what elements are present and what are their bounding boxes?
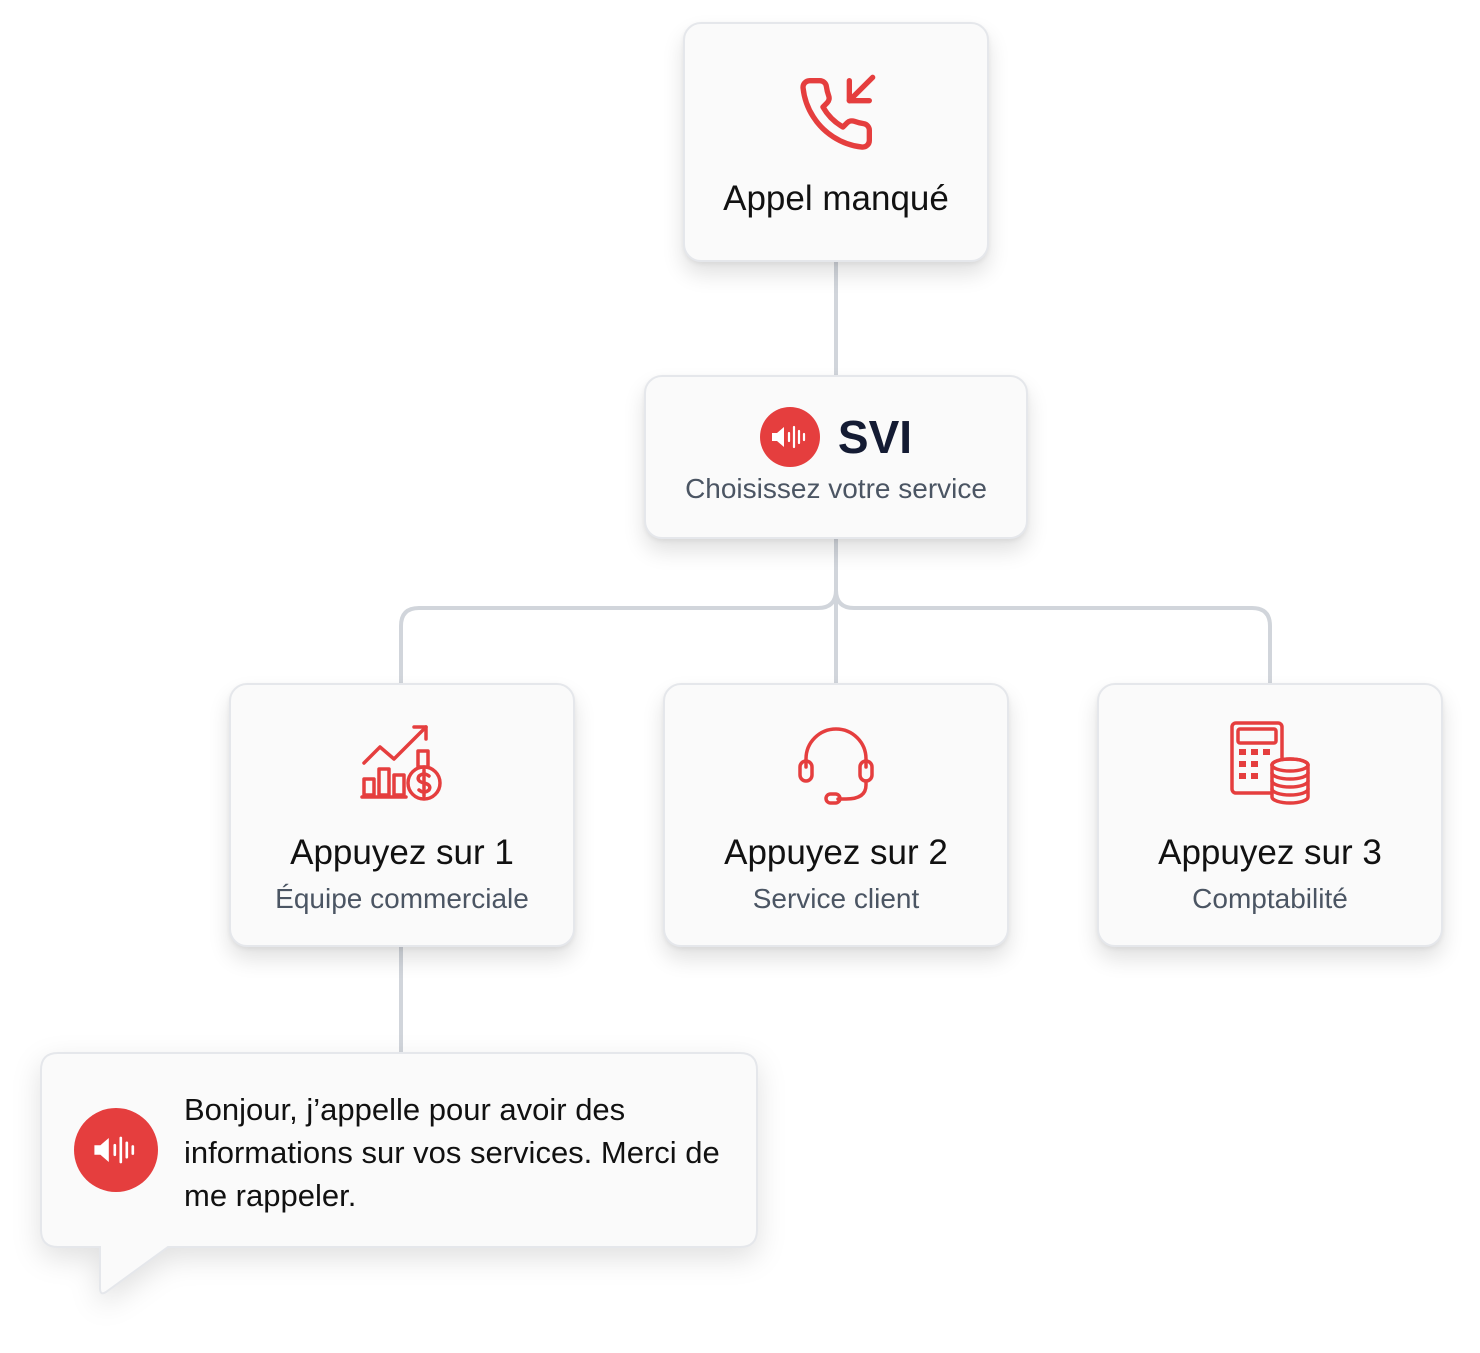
option-1-title: Appuyez sur 1 [290,833,514,872]
svi-card: SVI Choisissez votre service [644,375,1028,539]
option-1-subtitle: Équipe commerciale [275,883,529,914]
speech-bubble-shape [40,1052,758,1295]
option-2-title: Appuyez sur 2 [724,833,948,872]
headset-icon [794,721,878,805]
option-2-subtitle: Service client [752,883,920,914]
missed-call-card: Appel manqué [683,22,989,262]
voicemail-message: Bonjour, j’appelle pour avoir des inform… [184,1092,720,1213]
svi-header: SVI [646,407,1026,467]
sound-wave-icon [74,1108,158,1192]
option-card-1[interactable]: Appuyez sur 1 Équipe commerciale [229,683,575,947]
phone-incoming-icon [796,74,876,154]
connector-svi-to-option-1 [399,537,838,685]
svi-title: SVI [837,411,913,463]
sales-growth-icon [360,721,444,805]
svi-subtitle: Choisissez votre service [685,473,987,504]
option-3-subtitle: Comptabilité [1192,883,1348,914]
missed-call-label: Appel manqué [723,179,949,218]
calculator-coins-icon [1228,721,1312,805]
option-3-title: Appuyez sur 3 [1158,833,1382,872]
option-card-2[interactable]: Appuyez sur 2 Service client [663,683,1009,947]
sound-wave-icon [759,407,820,467]
connector-svi-to-option-3 [834,537,1272,685]
voicemail-bubble: Bonjour, j’appelle pour avoir des inform… [40,1052,758,1302]
option-card-3[interactable]: Appuyez sur 3 Comptabilité [1097,683,1443,947]
